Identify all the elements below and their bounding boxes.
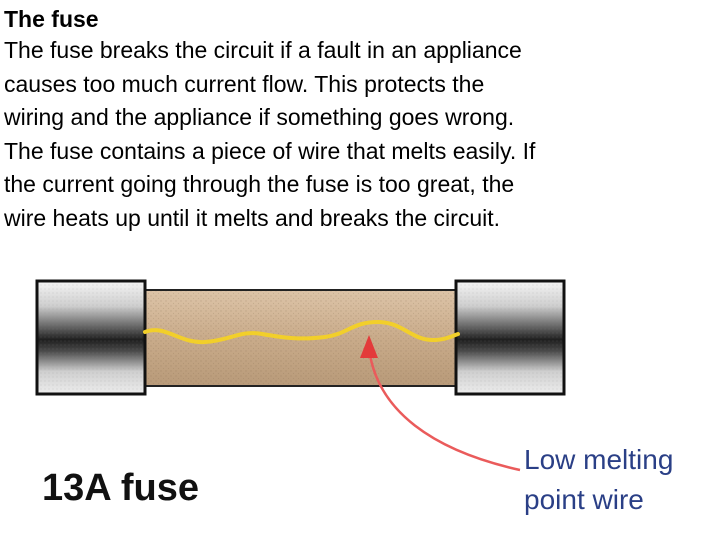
text-block: The fuse The fuse breaks the circuit if … bbox=[4, 4, 724, 235]
wire-label-line: point wire bbox=[524, 484, 644, 515]
paragraph-line: causes too much current flow. This prote… bbox=[4, 70, 485, 97]
heading: The fuse bbox=[4, 6, 99, 32]
wire-label-line: Low melting bbox=[524, 444, 674, 475]
fuse-end-cap-right-texture bbox=[458, 283, 562, 392]
fuse-wire bbox=[143, 319, 460, 345]
pointer-arrow-head bbox=[360, 335, 378, 358]
paragraph-line: wire heats up until it melts and breaks … bbox=[4, 204, 501, 231]
paragraph-line: The fuse contains a piece of wire that m… bbox=[4, 137, 536, 164]
paragraph-line: The fuse breaks the circuit if a fault i… bbox=[4, 37, 522, 63]
pointer-arrow-line bbox=[368, 354, 521, 472]
paragraph-line: the current going through the fuse is to… bbox=[4, 171, 515, 197]
fuse-label: 13A fuse bbox=[42, 467, 199, 509]
wire-label: Low melting point wire bbox=[524, 440, 673, 520]
fuse-end-cap-left-texture bbox=[39, 283, 143, 392]
paragraph-line: wiring and the appliance if something go… bbox=[4, 104, 515, 130]
